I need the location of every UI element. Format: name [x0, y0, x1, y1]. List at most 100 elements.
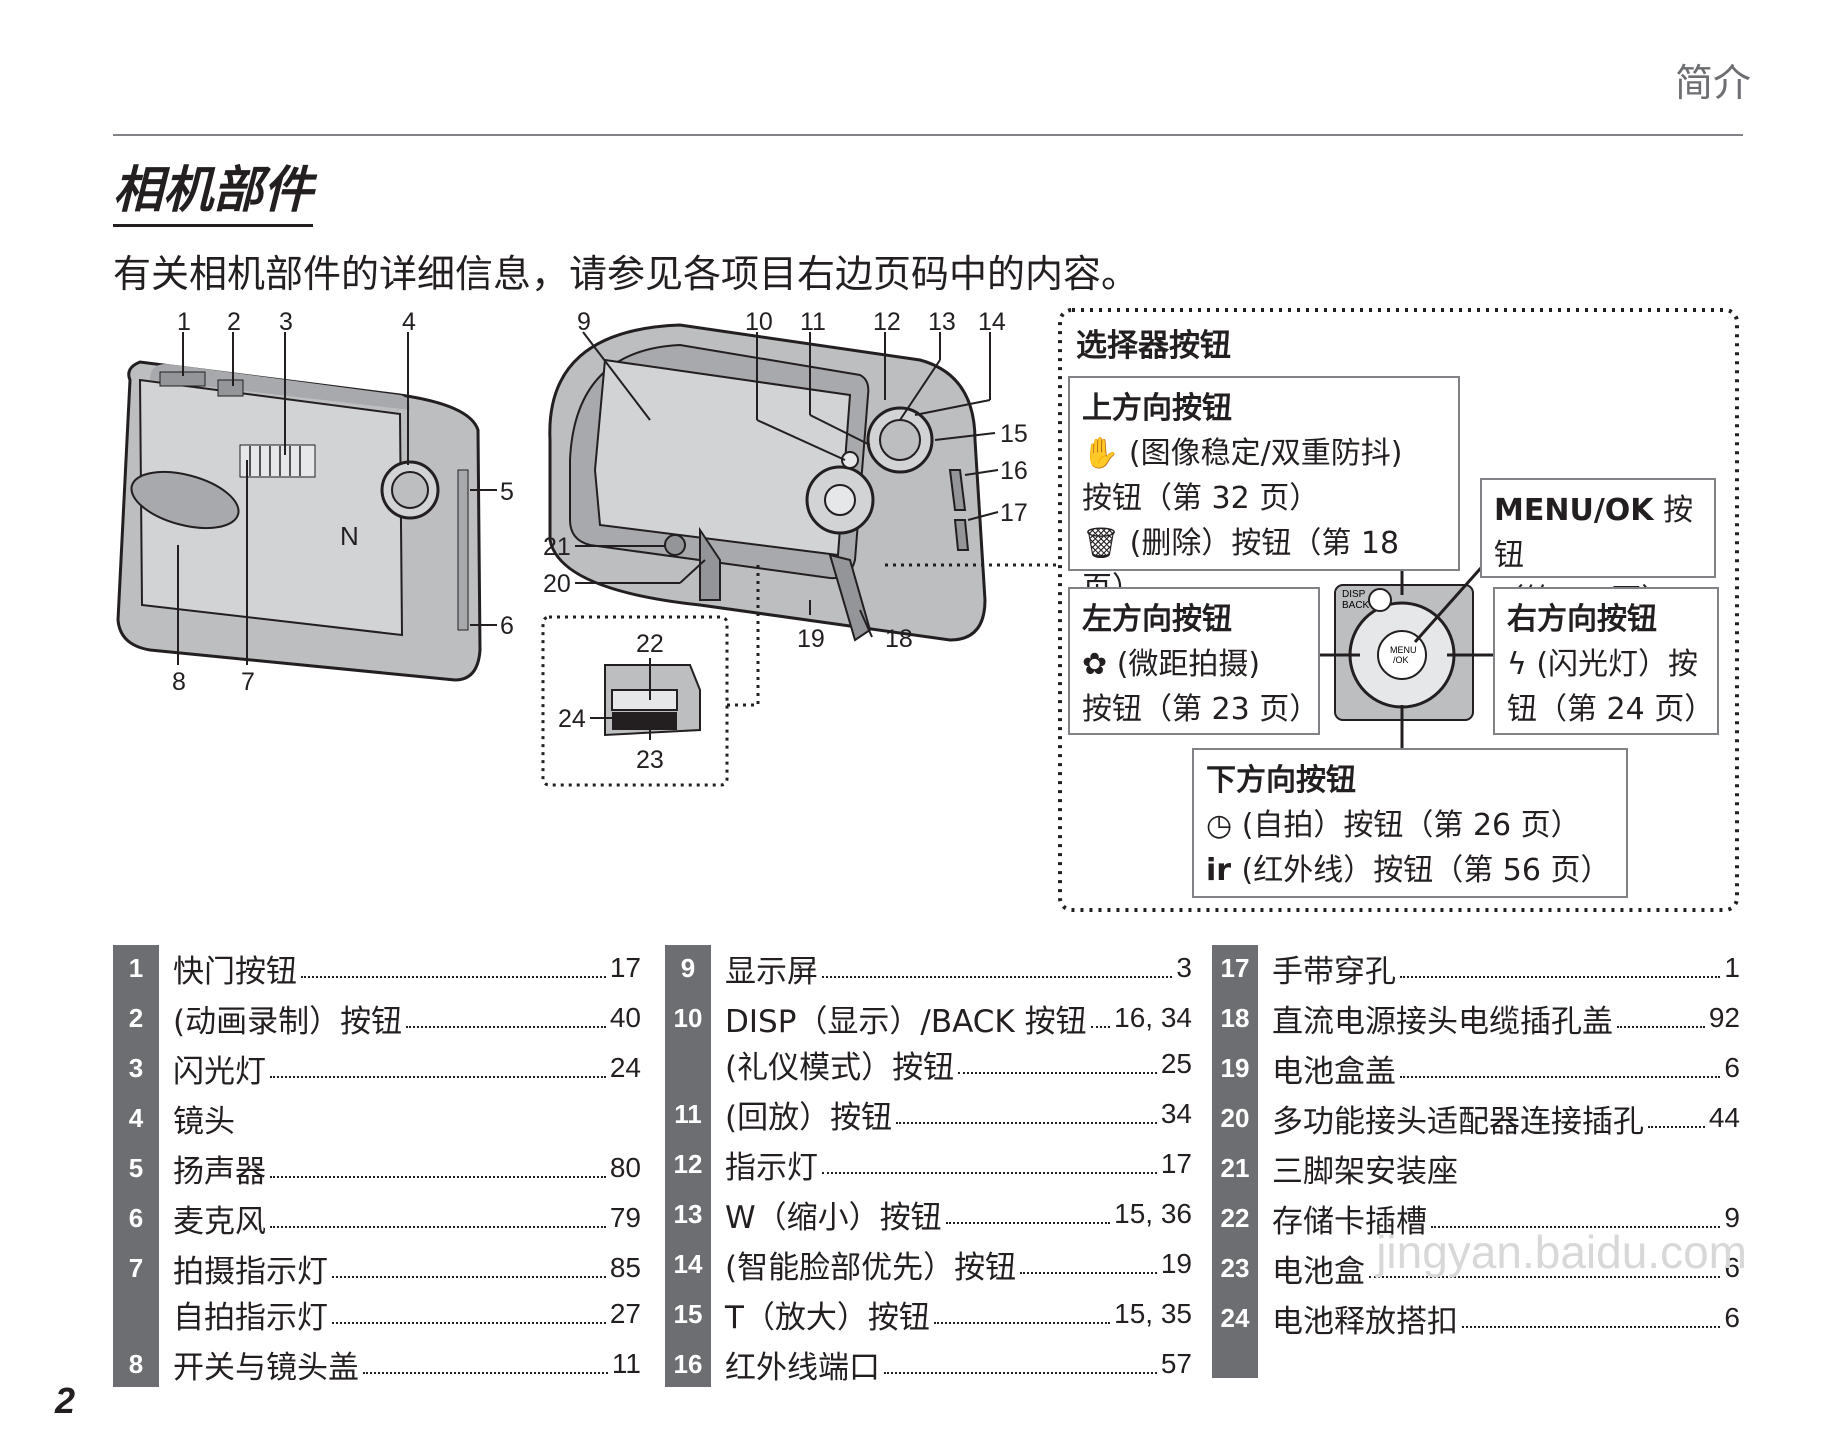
legend-number: 2 — [113, 995, 159, 1041]
legend-page: 19 — [1160, 1248, 1192, 1279]
right-line1: (闪光灯）按 — [1536, 647, 1699, 682]
legend-label: W（缩小）按钮 — [725, 1199, 942, 1236]
callout-22: 22 — [636, 630, 664, 658]
menu-ok-heading-suffix: 按钮 — [1494, 493, 1694, 573]
legend-label: T（放大）按钮 — [725, 1299, 930, 1336]
callout-7: 7 — [241, 668, 255, 696]
legend-number: 21 — [1212, 1145, 1258, 1191]
back-label: BACK — [1342, 600, 1370, 611]
legend-page: 6 — [1724, 1052, 1740, 1083]
leader-dots — [933, 1322, 1111, 1324]
legend-label: 拍摄指示灯 — [173, 1253, 328, 1290]
left-line2: 按钮（第 23 页） — [1082, 692, 1320, 727]
leader-dots — [1400, 976, 1721, 978]
leader-dots — [822, 1172, 1157, 1174]
legend-label: 闪光灯 — [173, 1053, 266, 1090]
legend-page: 3 — [1176, 952, 1192, 983]
legend-number: 1 — [113, 945, 159, 991]
camera-front-illustration: N — [116, 360, 482, 682]
legend-label: 三脚架安装座 — [1272, 1153, 1458, 1190]
up-line1: (图像稳定/双重防抖) — [1128, 436, 1403, 471]
legend-page: 25 — [1160, 1048, 1192, 1079]
leader-dots — [822, 976, 1173, 978]
legend-number: 4 — [113, 1095, 159, 1141]
legend-label: 显示屏 — [725, 953, 818, 990]
legend-number — [665, 1041, 711, 1087]
legend-label: 电池盒盖 — [1272, 1053, 1396, 1090]
svg-text:N: N — [340, 521, 359, 551]
battery-compartment-illustration — [604, 664, 701, 737]
camera-back-illustration — [548, 323, 987, 642]
menu-label: MENU — [1390, 645, 1417, 655]
legend-number: 12 — [665, 1141, 711, 1187]
leader-dots — [332, 1322, 606, 1324]
legend-label: (动画录制）按钮 — [173, 1003, 403, 1040]
callout-12: 12 — [873, 308, 901, 336]
right-line2: 钮（第 24 页） — [1507, 692, 1715, 727]
header-rule — [113, 134, 1743, 136]
callout-2: 2 — [227, 308, 241, 336]
legend-page: 34 — [1160, 1098, 1192, 1129]
legend-label: 红外线端口 — [725, 1349, 880, 1386]
legend-page: 15, 35 — [1114, 1298, 1192, 1329]
legend-label: 指示灯 — [725, 1149, 818, 1186]
callout-5: 5 — [500, 478, 514, 506]
legend-item: 2 (动画录制）按钮 40 — [113, 995, 641, 1041]
callout-10: 10 — [745, 308, 773, 336]
legend-label: (礼仪模式）按钮 — [725, 1049, 955, 1086]
left-button-heading: 左方向按钮 — [1082, 602, 1232, 637]
legend-number: 22 — [1212, 1195, 1258, 1241]
legend-number: 11 — [665, 1091, 711, 1137]
leader-dots — [1431, 1226, 1721, 1228]
legend-label: 电池释放搭扣 — [1272, 1303, 1458, 1340]
intro-text: 有关相机部件的详细信息，请参见各项目右边页码中的内容。 — [113, 252, 1140, 296]
legend-number: 5 — [113, 1145, 159, 1191]
up-line3: (删除）按钮（第 18 页） — [1082, 526, 1400, 606]
legend-page: 40 — [609, 1002, 641, 1033]
callout-23: 23 — [636, 746, 664, 774]
legend-page: 17 — [609, 952, 641, 983]
leader-dots — [1617, 1026, 1705, 1028]
legend-label: 麦克风 — [173, 1203, 266, 1240]
callout-13: 13 — [928, 308, 956, 336]
legend-number: 3 — [113, 1045, 159, 1091]
legend-page: 57 — [1160, 1348, 1192, 1379]
legend-number: 24 — [1212, 1295, 1258, 1341]
leader-dots — [1648, 1126, 1705, 1128]
legend-page: 92 — [1708, 1002, 1740, 1033]
legend-page: 6 — [1724, 1302, 1740, 1333]
down-line2: (红外线）按钮（第 56 页） — [1241, 853, 1611, 888]
legend-label: 扬声器 — [173, 1153, 266, 1190]
page-number: 2 — [55, 1380, 76, 1421]
leader-dots — [1369, 1276, 1721, 1278]
leader-dots — [270, 1076, 606, 1078]
legend-item: 21 三脚架安装座 — [1212, 1145, 1740, 1191]
leader-dots — [1020, 1272, 1157, 1274]
up-button-callout: 上方向按钮 ✋ (图像稳定/双重防抖) 按钮（第 32 页） 🗑 (删除）按钮（… — [1068, 376, 1460, 606]
right-button-callout: 右方向按钮 ϟ (闪光灯）按 钮（第 24 页） — [1493, 587, 1719, 735]
callout-16: 16 — [1000, 457, 1028, 485]
callout-1: 1 — [177, 308, 191, 336]
legend-number: 23 — [1212, 1245, 1258, 1291]
flash-icon: ϟ — [1507, 647, 1537, 682]
leader-dots — [1400, 1076, 1721, 1078]
leader-dots — [896, 1122, 1157, 1124]
legend-page: 80 — [609, 1152, 641, 1183]
selector-title: 选择器按钮 — [1076, 328, 1231, 364]
callout-17: 17 — [1000, 499, 1028, 527]
